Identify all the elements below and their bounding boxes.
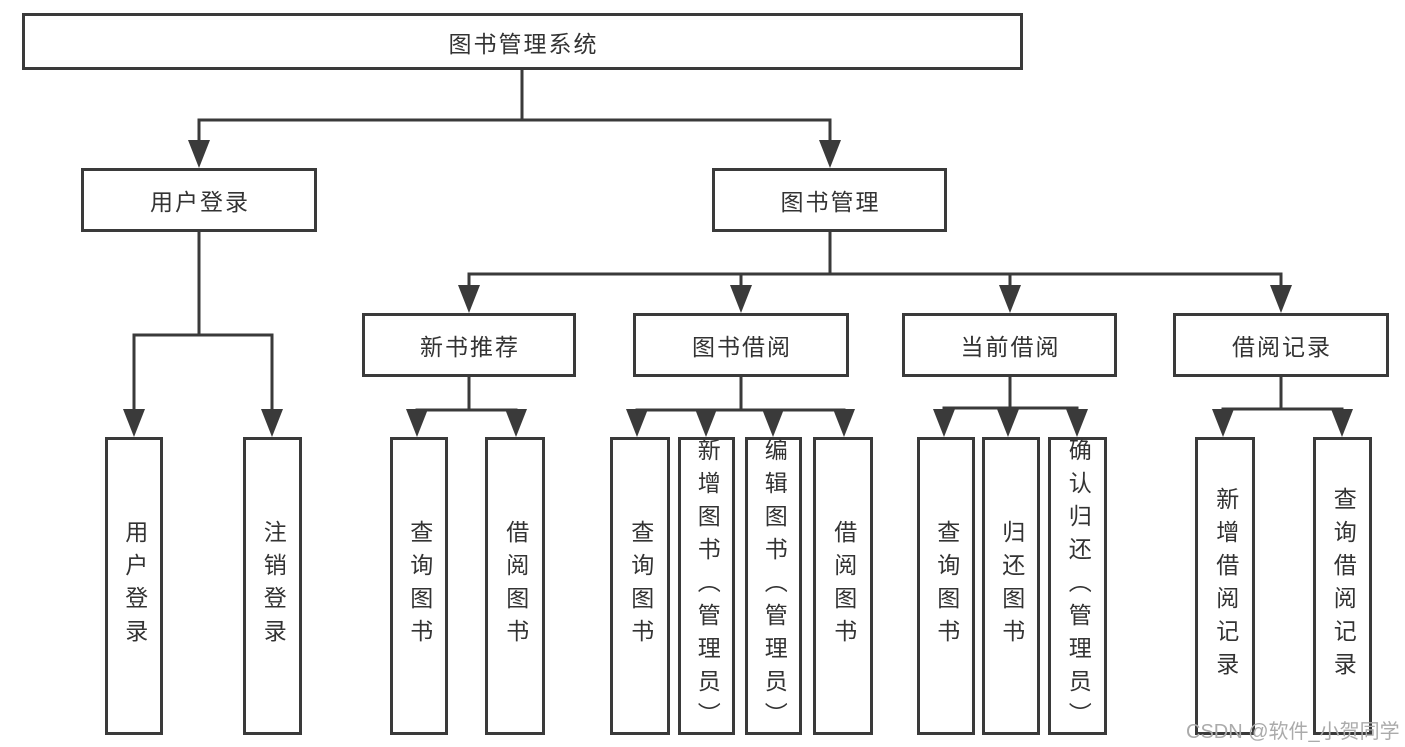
- leaf-label: 注销登录: [260, 520, 287, 652]
- leaf-label: 查询借阅记录: [1330, 487, 1357, 685]
- connector-borrowrecords-to-leaves: [1221, 377, 1344, 414]
- arrow-down-icon: [458, 285, 480, 313]
- arrow-down-icon: [997, 409, 1019, 437]
- arrow-down-icon: [762, 409, 784, 437]
- arrow-down-icon: [505, 409, 527, 437]
- leaf-user-login: 用户登录: [105, 437, 163, 735]
- leaf-query-book-under-current: 查询图书: [917, 437, 975, 735]
- leaf-query-book-under-recommendation: 查询图书: [390, 437, 448, 735]
- arrow-down-icon: [933, 409, 955, 437]
- arrow-down-icon: [695, 409, 717, 437]
- connector-root-to-level2: [197, 70, 832, 142]
- arrow-down-icon: [123, 409, 145, 437]
- connector-newbookrec-to-leaves: [415, 377, 518, 414]
- arrow-down-icon: [1066, 409, 1088, 437]
- node-current-borrowing: 当前借阅: [902, 313, 1117, 377]
- connector-bookmgmt-to-level3: [467, 232, 1283, 288]
- arrow-down-icon: [999, 285, 1021, 313]
- leaf-edit-book-admin: 编辑图书（管理员）: [745, 437, 802, 735]
- leaf-confirm-return-admin: 确认归还（管理员）: [1048, 437, 1107, 735]
- csdn-watermark: CSDN @软件_小贺同学: [1186, 721, 1400, 743]
- leaf-label: 归还图书: [998, 520, 1025, 652]
- node-new-book-recommendation: 新书推荐: [362, 313, 576, 377]
- leaf-label: 借阅图书: [830, 520, 857, 652]
- node-borrowing-records: 借阅记录: [1173, 313, 1389, 377]
- node-root: 图书管理系统: [22, 13, 1023, 70]
- leaf-query-borrow-record: 查询借阅记录: [1313, 437, 1372, 735]
- arrow-down-icon: [730, 285, 752, 313]
- leaf-label: 借阅图书: [502, 520, 529, 652]
- leaf-label: 查询图书: [933, 520, 960, 652]
- arrow-down-icon: [188, 140, 210, 168]
- leaf-borrow-book-under-recommendation: 借阅图书: [485, 437, 545, 735]
- connector-bookborrow-to-leaves: [635, 377, 846, 414]
- node-book-borrowing: 图书借阅: [633, 313, 849, 377]
- leaf-label: 新增图书（管理员）: [694, 437, 721, 735]
- arrow-down-icon: [406, 409, 428, 437]
- leaf-add-borrow-record: 新增借阅记录: [1195, 437, 1255, 735]
- leaf-label: 新增借阅记录: [1212, 487, 1239, 685]
- arrow-down-icon: [626, 409, 648, 437]
- arrow-down-icon: [1270, 285, 1292, 313]
- leaf-label: 查询图书: [627, 520, 654, 652]
- connector-userlogin-to-leaves: [132, 232, 274, 412]
- arrow-down-icon: [261, 409, 283, 437]
- leaf-label: 编辑图书（管理员）: [761, 437, 788, 735]
- leaf-borrow-book-under-borrowing: 借阅图书: [813, 437, 873, 735]
- arrow-down-icon: [1331, 409, 1353, 437]
- leaf-label: 查询图书: [406, 520, 433, 652]
- leaf-add-book-admin: 新增图书（管理员）: [678, 437, 735, 735]
- arrow-down-icon: [833, 409, 855, 437]
- leaf-label: 用户登录: [121, 520, 148, 652]
- arrow-down-icon: [819, 140, 841, 168]
- leaf-logout: 注销登录: [243, 437, 302, 735]
- connector-currentborrow-to-leaves: [942, 377, 1079, 414]
- leaf-return-book: 归还图书: [982, 437, 1040, 735]
- node-user-login: 用户登录: [81, 168, 317, 232]
- leaf-label: 确认归还（管理员）: [1065, 437, 1092, 735]
- arrow-down-icon: [1212, 409, 1234, 437]
- arrowhead-icons: [123, 140, 1353, 437]
- leaf-query-book-under-borrowing: 查询图书: [610, 437, 670, 735]
- node-book-management: 图书管理: [712, 168, 947, 232]
